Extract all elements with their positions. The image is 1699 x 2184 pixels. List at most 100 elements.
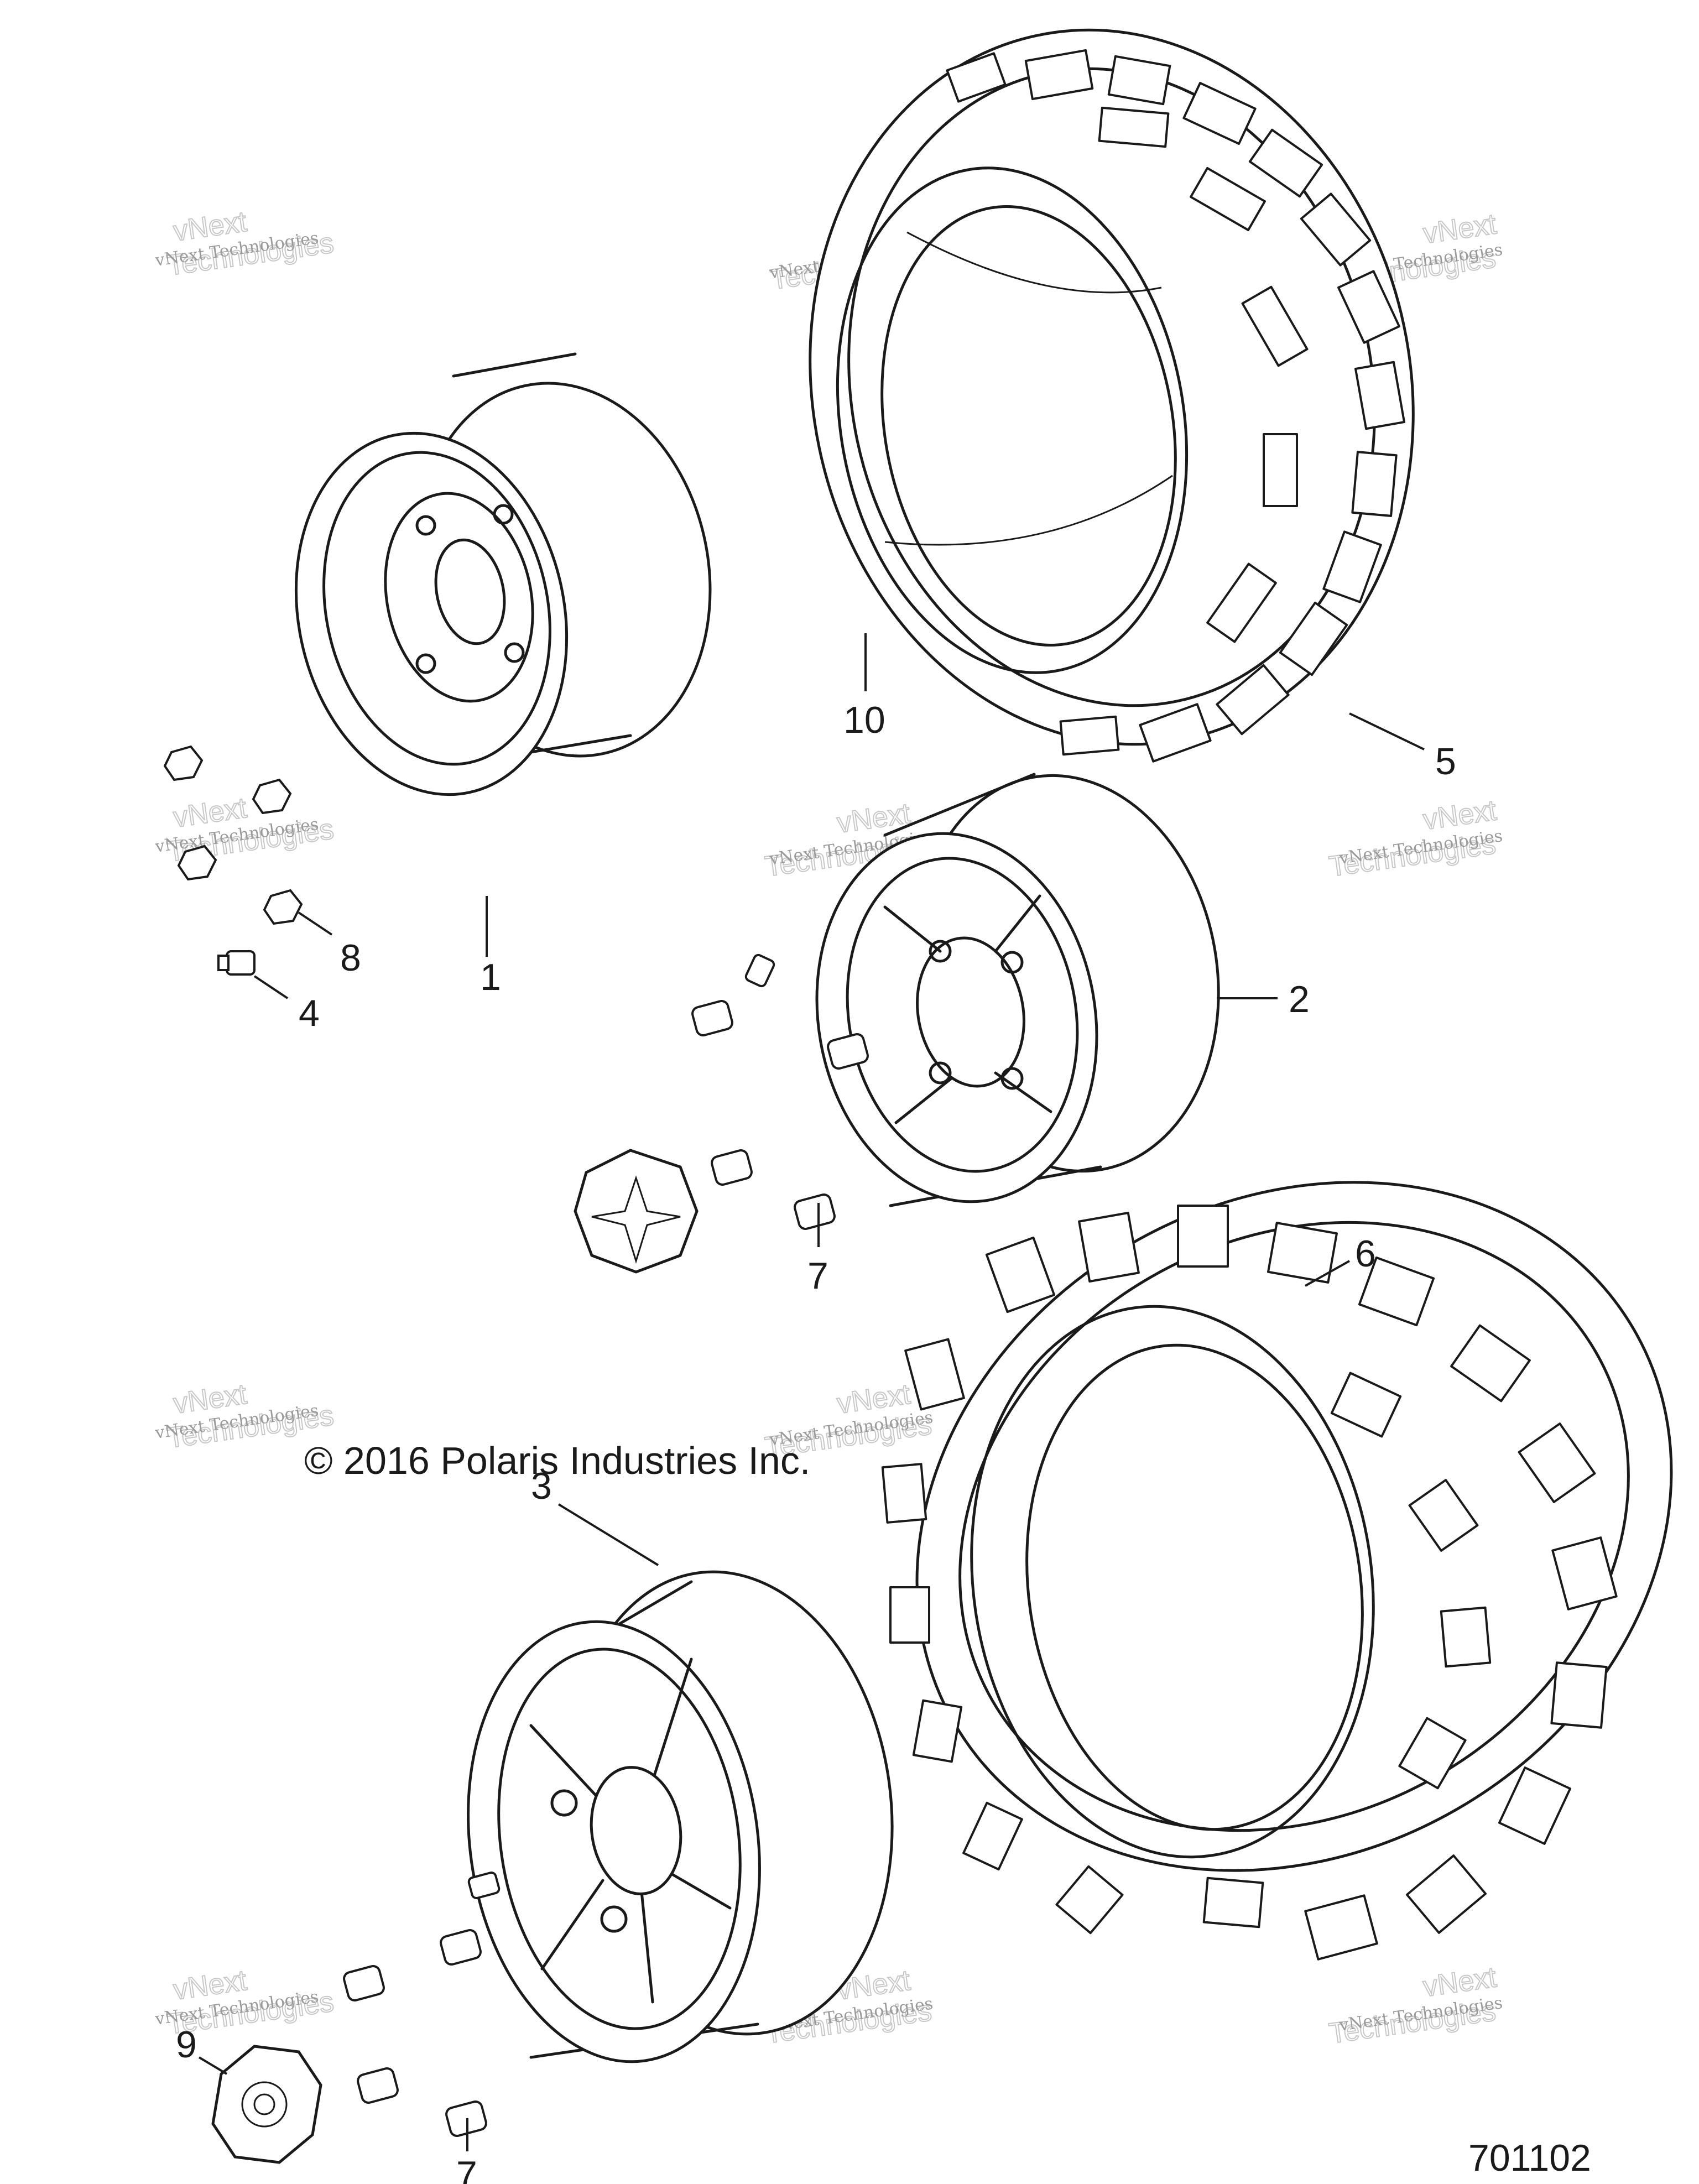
tread-block (1304, 1894, 1378, 1961)
tread-block (1551, 1536, 1618, 1610)
valve-stem-body (226, 950, 256, 976)
lug-nut (252, 778, 292, 815)
callout-4: 4 (299, 992, 320, 1034)
lug-nut (827, 1033, 869, 1070)
watermark: vNext Technologies vNext Technologies (1327, 1961, 1504, 2050)
tread-block (1024, 49, 1094, 101)
wheel-1-stud-hole (415, 653, 436, 674)
tread-block (962, 1801, 1023, 1871)
callout-10: 10 (843, 699, 885, 741)
leader-5 (1349, 712, 1425, 750)
center-cap (211, 2045, 322, 2164)
wheel-2-stud-hole (929, 1061, 952, 1085)
center-cap-2 (574, 1149, 699, 1274)
valve-stem-2 (744, 953, 775, 988)
center-cap-hub (241, 2081, 288, 2128)
center-cap-center (253, 2093, 275, 2115)
tread-block (1059, 715, 1120, 756)
diagram-id: 701102 (1468, 2137, 1591, 2179)
callout-9: 9 (176, 2024, 197, 2066)
tread-block (1518, 1422, 1596, 1503)
tread-block (1498, 1766, 1572, 1845)
callout-2: 2 (1289, 978, 1310, 1020)
wheel-2-front-rim (815, 832, 1098, 1203)
tire-top-sidewall-line (906, 231, 1162, 294)
tread-block (1398, 1717, 1467, 1790)
copyright-notice: © 2016 Polaris Industries Inc. (304, 1439, 810, 1482)
lug-nut (163, 745, 204, 781)
valve-stem-part-4 (217, 950, 256, 976)
tread-block (1182, 82, 1257, 145)
wheel-1-rim-lip (322, 451, 551, 766)
tread-block (1550, 1661, 1608, 1729)
leader-lines (198, 633, 1425, 2151)
leader-3 (557, 1503, 659, 1566)
wheel-3-rim-lip (497, 1648, 742, 2030)
valve-stem-body (467, 1871, 501, 1900)
tread-block (1202, 1877, 1264, 1928)
tread-block (1078, 1212, 1140, 1283)
lug-nut (794, 1193, 836, 1230)
tread-block (1190, 167, 1266, 231)
tire-top-bead-inner (880, 205, 1177, 647)
wheel-3-hub (590, 1766, 682, 1895)
wheel-3-stud-hole (600, 1905, 628, 1933)
wheel-1-stud-hole (415, 515, 436, 536)
wheel-2-spokes (883, 894, 1052, 1124)
tire-top-bead-outer (836, 166, 1189, 674)
callouts: 1 2 3 4 5 6 7 7 8 9 10 (176, 699, 1456, 2184)
tread-block (889, 1586, 930, 1644)
tire-top-tread (946, 49, 1406, 763)
wheel-2-stud-hole (929, 940, 952, 963)
wheel-3-stud-hole (550, 1789, 578, 1817)
tread-block (1139, 703, 1212, 763)
callout-1: 1 (480, 956, 501, 998)
tire-bottom-tread (881, 1205, 1618, 1961)
tread-block (1330, 1372, 1402, 1438)
tire-bottom (881, 1181, 1673, 1961)
tread-block (1322, 530, 1382, 603)
wheel-3-spokes (529, 1657, 732, 2004)
callout-7a: 7 (807, 1255, 828, 1297)
lug-nuts-part-7-middle (691, 1000, 869, 1230)
tread-block (881, 1463, 927, 1524)
tread-block (1241, 285, 1309, 367)
tread-block (1351, 451, 1398, 517)
tread-block (1248, 128, 1323, 198)
tread-block (1405, 1854, 1487, 1934)
tread-block (1177, 1205, 1229, 1268)
watermark: vNext Technologies vNext Technologies (153, 205, 336, 283)
wheel-3 (467, 1570, 894, 2063)
tread-block (1300, 192, 1372, 267)
leader-6 (1305, 1260, 1350, 1287)
callout-5: 5 (1435, 741, 1456, 783)
callout-8: 8 (340, 937, 361, 979)
wheel-1-center-bore (434, 538, 506, 645)
lug-nut (711, 1149, 753, 1186)
leader-9 (198, 2056, 228, 2075)
tire-bottom-bead-inner (1025, 1343, 1364, 1831)
tire-top (809, 28, 1415, 763)
tread-block (1267, 1222, 1338, 1284)
wheel-1-stud-hole (504, 642, 525, 663)
tread-block (985, 1236, 1056, 1313)
lug-nut (343, 1965, 385, 2001)
callout-6: 6 (1355, 1233, 1376, 1275)
lug-nut (691, 1000, 733, 1036)
tire-bottom-bead-outer (970, 1305, 1375, 1859)
lug-nut (263, 889, 303, 925)
center-cap-part-9 (211, 2045, 322, 2164)
valve-stem-body (744, 953, 775, 988)
lug-nut (177, 845, 217, 881)
tread-block (1107, 55, 1171, 106)
watermark: vNext Technologies vNext Technologies (1327, 794, 1504, 883)
callout-3: 3 (531, 1465, 552, 1507)
watermark: vNext Technologies vNext Technologies (153, 791, 336, 869)
tread-block (904, 1338, 965, 1411)
valve-stem-tip (217, 955, 230, 971)
wheel-1-hub (384, 492, 534, 703)
leader-4 (253, 975, 289, 999)
tread-block (1098, 106, 1170, 148)
wheel-2-hub (916, 936, 1025, 1088)
